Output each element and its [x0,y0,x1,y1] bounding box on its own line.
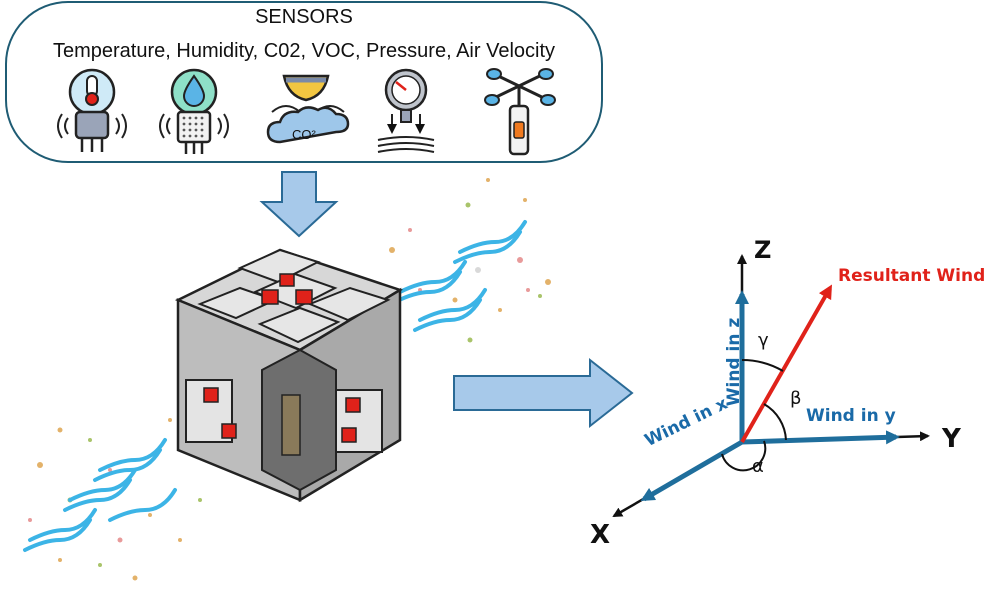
wind-stream-upper [393,220,527,332]
gamma-label: γ [758,330,769,351]
sensor-cube-device [174,248,403,503]
humidity-sensor-icon [159,68,229,154]
wind-z-label: Wind in z [724,317,744,407]
wind-x-vector [640,439,744,502]
alpha-arc [721,440,767,472]
resultant-wind-vector [740,284,832,443]
beta-label: β [790,388,802,409]
wind-y-label: Wind in y [806,406,896,426]
down-arrow-icon [259,171,339,238]
co2-label: CO² [292,127,316,142]
component-vectors [640,290,900,502]
sensors-title: SENSORS [255,6,353,28]
pressure-gauge-icon [377,68,435,153]
thermometer-sensor-icon [57,68,127,152]
beta-arc [763,403,787,441]
gamma-arc [741,359,784,372]
axis-z-label: Z [754,236,772,264]
axis-y-label: Y [942,424,961,454]
right-arrow-icon [453,357,634,429]
axis-x-label: X [590,520,611,550]
coordinate-axes [612,254,930,518]
wind-stream-lower [23,438,177,552]
anemometer-icon [484,68,556,156]
angle-arcs [721,359,787,472]
co2-sensor-icon [266,74,350,144]
resultant-wind-label: Resultant Wind [838,266,986,286]
alpha-label: α [752,456,764,477]
sensors-list: Temperature, Humidity, C02, VOC, Pressur… [52,40,556,62]
wind-y-vector [741,430,900,445]
